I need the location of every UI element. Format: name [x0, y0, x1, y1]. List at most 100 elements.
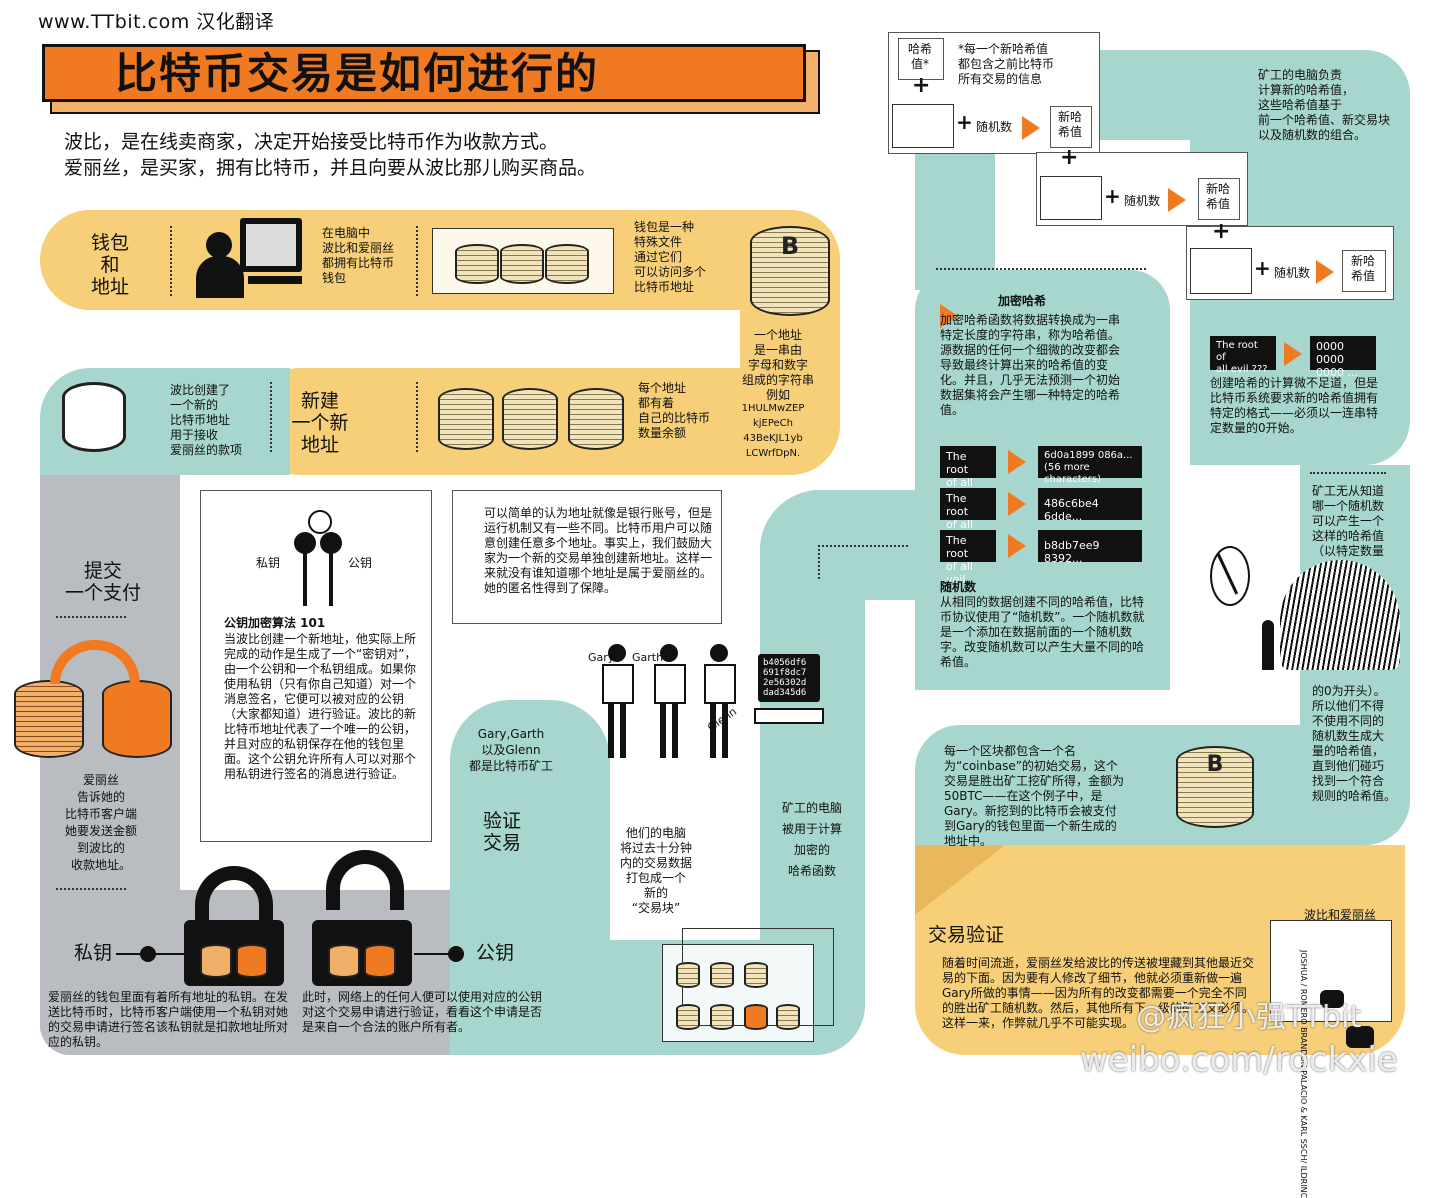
address-text: 一个地址 是一串由 字母和数字 组成的字符串 例如	[741, 328, 814, 402]
empty-wallet-icon	[62, 382, 126, 452]
divider	[416, 226, 418, 296]
private-caption: 爱丽丝的钱包里面有着所有地址的私钥。在发送比特币时，比特币客户端使用一个私钥对她…	[48, 990, 289, 1049]
block-icon	[1040, 176, 1102, 220]
balance-coin-icon	[502, 388, 558, 450]
hash-output-2: 486c6be4 6dde...	[1038, 488, 1142, 523]
lock-coin-icon	[328, 944, 360, 978]
address-example: 1HULMwZEP kjEPeCh 43BeKJL1yb LCWrfDpN.	[741, 403, 805, 459]
hash-input-2: The root of all euil	[940, 488, 996, 544]
needle-text-bottom: 的0为开头）。 所以他们不得 不使用不同的 随机数生成大 量的哈希值， 直到他们…	[1312, 684, 1397, 803]
new-hash-box-2	[1198, 178, 1240, 220]
nonce-label-2: 随机数	[1124, 194, 1161, 208]
chain-arrow-icon	[1168, 188, 1186, 212]
coin-stack-icon	[455, 244, 499, 284]
miner-screen	[758, 654, 820, 702]
intro-line-1: 波比，是在线卖商家，决定开始接受比特币作为收款方式。	[64, 131, 559, 153]
unlocked-lock-icon	[312, 920, 412, 986]
locked-shackle-icon	[195, 866, 273, 926]
miner-keyboard	[754, 708, 824, 724]
new-hash-box-3	[1342, 250, 1386, 292]
key-box-body: 当波比创建一个新地址，他实际上所完成的动作是生成了一个“密钥对”，由一个公钥和一…	[224, 632, 417, 781]
plus-icon: +	[1254, 256, 1271, 280]
key-box	[200, 490, 432, 842]
hash-band	[915, 270, 1170, 690]
balance-text: 每个地址 都有着 自己的比特币 数量余额	[638, 381, 711, 440]
confirm-label: 交易验证	[928, 924, 1005, 946]
person-at-computer-icon	[196, 218, 306, 298]
payment-label: 提交 一个支付	[64, 560, 141, 604]
divider	[416, 382, 418, 452]
wallet-label: 钱包 和 地址	[90, 232, 129, 298]
needle-text-top: 矿工无从知道 哪一个随机数 可以产生一个 这样的哈希值 （以特定数量	[1312, 484, 1385, 558]
wallet-file-text: 钱包是一种 特殊文件 通过它们 可以访问多个 比特币地址	[634, 220, 707, 294]
computers-text: 在电脑中 波比和爱丽丝 都拥有比特币 钱包	[322, 226, 395, 285]
miners-text: Gary,Garth 以及Glenn 都是比特币矿工	[468, 727, 553, 773]
chain-arrow-icon	[1022, 116, 1040, 140]
divider	[56, 616, 126, 618]
divider	[270, 382, 272, 452]
hash-output-1: 6d0a1899 086a... (56 more characters)	[1038, 446, 1142, 485]
plus-icon: +	[1104, 184, 1121, 208]
lock-coin-icon	[364, 944, 396, 978]
miner-name-gary: Gary	[588, 651, 615, 664]
bitcoin-symbol-icon: B	[1206, 752, 1224, 777]
lock-coin-icon	[200, 944, 232, 978]
divider	[936, 268, 1146, 270]
coinbase-text: 每一个区块都包含一个名为“coinbase”的初始交易，这个交易是胜出矿工挖矿所…	[944, 744, 1125, 848]
miner-screen-code: b4056df6 691f8dc7 2e56302d dad345d6	[763, 658, 807, 698]
public-key-text: 公钥	[476, 942, 515, 964]
bank-box-body: 可以简单的认为地址就像是银行账号，但是运行机制又有一些不同。比特币用户可以随意创…	[484, 506, 713, 595]
hash-input-3: The root of all veil	[940, 530, 996, 586]
intro-line-2: 爱丽丝，是买家，拥有比特币，并且向要从波比那儿购买商品。	[64, 157, 597, 179]
new-hash-label-2: 新哈 希值	[1205, 182, 1230, 211]
public-key-label: 公钥	[348, 556, 373, 570]
balance-coin-icon	[568, 388, 624, 450]
miner-figure-icon	[700, 644, 740, 764]
private-key-label: 私钥	[256, 556, 281, 570]
hash-value-label: 哈希 值*	[907, 42, 932, 71]
verify-label: 验证 交易	[482, 810, 521, 854]
nonce-body: 从相同的数据创建不同的哈希值，比特币协议使用了“随机数”。一个随机数就是一个添加…	[940, 595, 1145, 669]
connector	[818, 545, 820, 579]
hash-arrow-icon	[1008, 534, 1026, 558]
tx-coin-icon	[776, 1004, 800, 1030]
alice-coin-icon	[14, 680, 84, 758]
block-text: 他们的电脑 将过去十分钟 内的交易数据 打包成一个 新的 “交易块”	[619, 826, 692, 915]
hash-arrow-icon	[1008, 450, 1026, 474]
block-icon	[892, 104, 954, 148]
miner-searching-icon	[1262, 620, 1274, 670]
watermark-url: weibo.com/rockxie	[1080, 1040, 1398, 1080]
payment-text: 爱丽丝 告诉她的 比特币客户端 她要发送金额 到波比的 收款地址。	[64, 773, 137, 872]
locked-lock-icon	[184, 920, 284, 986]
format-input: The root of all evil ???	[1210, 336, 1276, 375]
bitcoin-symbol-icon: B	[780, 232, 800, 260]
new-hash-box-1	[1050, 106, 1092, 148]
divider	[170, 226, 172, 296]
small-lock-icon	[1346, 1026, 1374, 1048]
format-output: 0000 0000 0000 ...	[1310, 336, 1376, 379]
address-coin-icon	[750, 226, 830, 316]
miner-figure-icon	[650, 644, 690, 764]
compute-text: 矿工的电脑 被用于计算 加密的 哈希函数	[781, 801, 842, 878]
new-hash-label-1: 新哈 希值	[1057, 110, 1082, 139]
tx-coin-icon	[744, 1004, 768, 1030]
new-hash-label-3: 新哈 希值	[1350, 254, 1375, 283]
miner-name-garth: Garth	[632, 651, 664, 664]
coin-stack-icon	[500, 244, 544, 284]
miner-figure-icon	[598, 644, 638, 764]
plus-icon: +	[1212, 219, 1231, 244]
tx-coin-icon	[676, 1004, 700, 1030]
hash-title: 加密哈希	[998, 294, 1047, 308]
format-text: 创建哈希的计算微不足道，但是比特币系统要求新的哈希值拥有特定的格式——必须以一连…	[1210, 376, 1379, 435]
hash-output-3: b8db7ee9 8392...	[1038, 530, 1142, 565]
needle-bubble-icon	[1210, 546, 1250, 606]
site-label: www.TTbit.com 汉化翻译	[38, 11, 275, 33]
miners-compute-text: 矿工的电脑负责 计算新的哈希值， 这些哈希值基于 前一个哈希值、新交易块 以及随…	[1258, 68, 1391, 142]
key-box-title: 公钥加密算法 101	[224, 616, 326, 630]
tx-coin-icon	[676, 962, 700, 988]
tx-coin-icon	[710, 1004, 734, 1030]
confirm-body: 随着时间流逝，爱丽丝发给波比的传送被埋藏到其他最近交易的下面。因为要有人修改了细…	[942, 956, 1255, 1030]
lock-coin-icon	[236, 944, 268, 978]
hash-input-1: The root of all evil	[940, 446, 996, 502]
private-key-text: 私钥	[74, 942, 113, 964]
